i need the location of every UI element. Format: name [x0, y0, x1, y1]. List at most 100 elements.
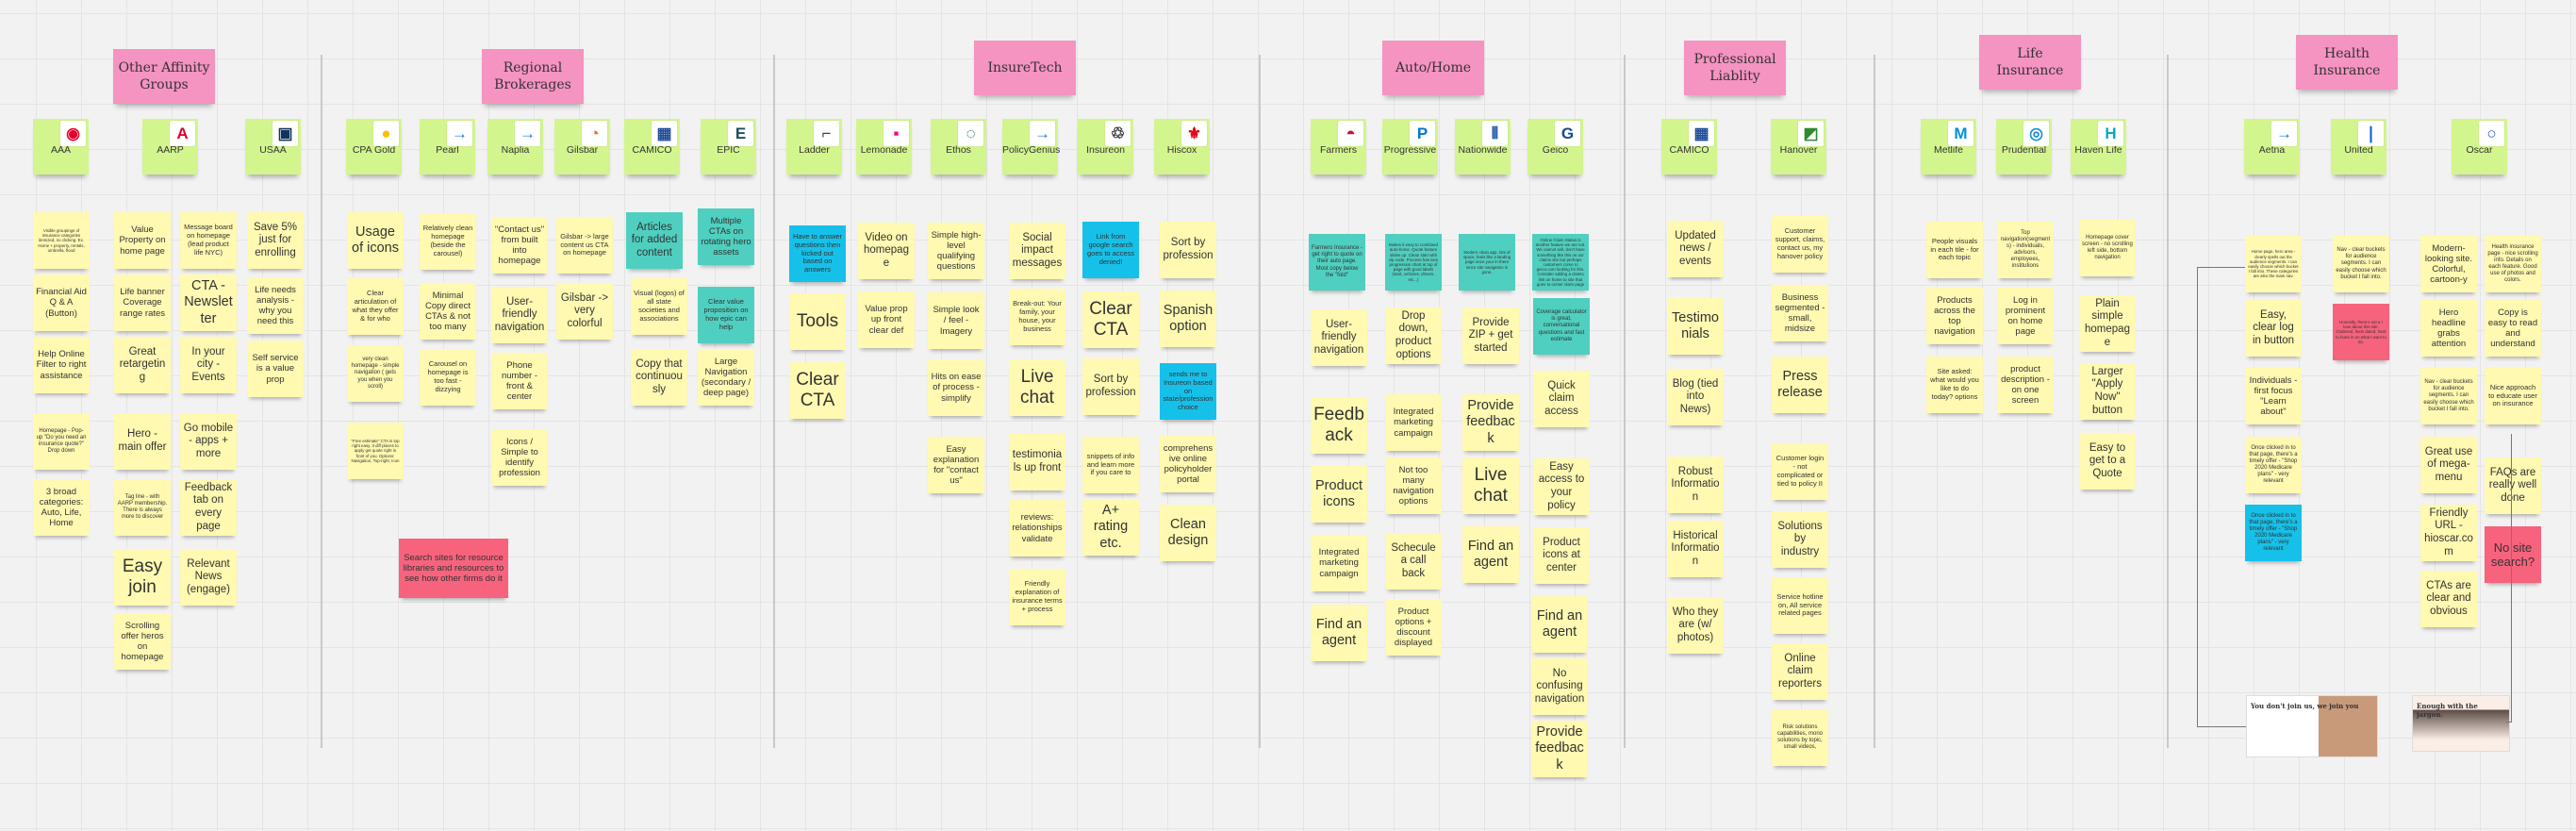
sticky-note[interactable]: Provide feedback — [1531, 721, 1588, 777]
section-header[interactable]: Regional Brokerages — [482, 49, 584, 104]
sticky-note[interactable]: Blog (tied into News) — [1667, 369, 1724, 425]
sticky-note[interactable]: Once clicked in to that page, there's a … — [2245, 437, 2302, 493]
sticky-note[interactable]: Product icons — [1311, 466, 1367, 523]
sticky-note[interactable]: Copy is easy to read and understand — [2485, 300, 2541, 357]
sticky-note[interactable]: CTA - Newsletter — [180, 274, 237, 331]
sticky-note[interactable]: CTAs are clear and obvious — [2420, 571, 2477, 627]
company-note[interactable]: United❘ — [2331, 119, 2386, 175]
website-screenshot[interactable]: You don't join us, we join you — [2246, 695, 2378, 757]
sticky-note[interactable]: Easy join — [114, 549, 171, 606]
sticky-note[interactable]: Carousel on homepage is too fast - dizzy… — [420, 349, 476, 406]
sticky-note[interactable]: Who they are (w/ photos) — [1667, 597, 1724, 654]
sticky-note[interactable]: Relatively clean homepage (beside the ca… — [420, 213, 476, 270]
company-note[interactable]: CPA Gold● — [346, 119, 402, 175]
sticky-note[interactable]: Clear articulation of what they offer & … — [347, 278, 404, 335]
sticky-note[interactable]: Financial Aid Q & A (Button) — [33, 274, 90, 331]
company-note[interactable]: PolicyGenius→ — [1002, 119, 1060, 175]
sticky-note[interactable]: Products across the top navigation — [1926, 288, 1983, 344]
callout-note[interactable]: Search sites for resource libraries and … — [399, 539, 508, 598]
company-note[interactable]: Aetna→ — [2244, 119, 2300, 175]
sticky-note[interactable]: Drop down, product options — [1385, 307, 1442, 364]
sticky-note[interactable]: No confusing navigation — [1531, 658, 1588, 715]
section-header[interactable]: Professional Liablity — [1684, 41, 1786, 95]
sticky-note[interactable]: In your city - Events — [180, 337, 237, 393]
sticky-note[interactable]: Visual (logos) of all state societies an… — [631, 278, 687, 335]
sticky-note[interactable]: testimonials up front — [1009, 434, 1065, 490]
sticky-note[interactable]: Nav - clear buckets for audience segment… — [2333, 236, 2389, 292]
sticky-note[interactable]: Easy to get to a Quote — [2079, 433, 2136, 490]
sticky-note[interactable]: Life banner Coverage range rates — [114, 274, 171, 331]
sticky-note[interactable]: Visible groupings of insurance categorie… — [33, 212, 90, 269]
sticky-note[interactable]: sends me to Insureon based on state/prof… — [1160, 363, 1216, 420]
sticky-note[interactable]: Schecule a call back — [1385, 533, 1442, 590]
sticky-note[interactable]: User-friendly navigation — [491, 287, 548, 343]
sticky-note[interactable]: Sort by profession — [1082, 358, 1139, 415]
sticky-note[interactable]: Save 5% just for enrolling — [247, 212, 304, 269]
sticky-note[interactable]: Product options + discount displayed — [1385, 599, 1442, 656]
website-screenshot[interactable]: Enough with the jargon. — [2412, 695, 2510, 752]
company-note[interactable]: USAA▣ — [245, 119, 301, 175]
sticky-note[interactable]: Robust Information — [1667, 457, 1724, 513]
sticky-note[interactable]: Life needs analysis - why you need this — [247, 277, 304, 334]
sticky-note[interactable]: Business segmented - small, midsize — [1772, 285, 1828, 341]
sticky-note[interactable]: Updated news / events — [1667, 221, 1724, 277]
sticky-note[interactable]: Clear value proposition on how epic can … — [698, 287, 754, 343]
company-note[interactable]: Nationwide⫴ — [1455, 119, 1511, 175]
company-note[interactable]: Lemonade▪ — [856, 119, 912, 175]
sticky-note[interactable]: Value prop up front clear def — [858, 291, 915, 348]
sticky-note[interactable]: snippets of info and learn more if you c… — [1082, 437, 1139, 493]
sticky-note[interactable]: Provide ZIP + get started — [1462, 307, 1519, 364]
sticky-note[interactable]: Easy access to your policy — [1533, 458, 1590, 515]
sticky-note[interactable]: Relevant News (engage) — [180, 549, 237, 606]
sticky-note[interactable]: Health insurance page - nice scrolling i… — [2485, 236, 2541, 292]
sticky-note[interactable]: Gilsbar -> very colorful — [556, 283, 613, 340]
company-note[interactable]: Oscar○ — [2452, 119, 2507, 175]
company-note[interactable]: AAA◉ — [33, 119, 89, 175]
sticky-note[interactable]: Makes it easy to combined auto-home. Quo… — [1385, 234, 1442, 291]
sticky-note[interactable]: very clean homepage - simple navigation … — [347, 345, 404, 402]
sticky-note[interactable]: Clean design — [1160, 505, 1216, 561]
sticky-note[interactable]: Testimonials — [1667, 298, 1724, 355]
sticky-note[interactable]: Feedback tab on every page — [180, 479, 237, 536]
sticky-note[interactable]: Historical Information — [1667, 521, 1724, 577]
sticky-note[interactable]: Online claim reporters — [1772, 643, 1828, 700]
company-note[interactable]: Insureon♲ — [1078, 119, 1133, 175]
sticky-note[interactable]: Usage of icons — [347, 212, 404, 269]
sticky-note[interactable]: Home page, hero area - clearly spells ou… — [2245, 236, 2302, 292]
sticky-note[interactable]: Not too many navigation options — [1385, 457, 1442, 514]
sticky-note[interactable]: Friendly explanation of insurance terms … — [1009, 569, 1065, 625]
sticky-note[interactable]: Minimal Copy direct CTAs & not too many — [420, 283, 476, 340]
sticky-note[interactable]: Easy explanation for "contact us" — [928, 437, 984, 493]
sticky-note[interactable]: Find an agent — [1311, 605, 1367, 661]
sticky-note[interactable]: Tag line - with AARP membership. There i… — [114, 479, 171, 536]
sticky-note[interactable]: comprehensive online policyholder portal — [1160, 436, 1216, 492]
sticky-note[interactable]: 3 broad categories: Auto, Life, Home — [33, 479, 90, 536]
sticky-note[interactable]: Large Navigation (secondary / deep page) — [698, 349, 754, 406]
sticky-note[interactable]: Tools — [789, 293, 846, 350]
sticky-note[interactable]: Modern-looking site. Colorful, cartoon-y — [2420, 236, 2477, 292]
sticky-note[interactable]: Message board on homepage (lead product … — [180, 212, 237, 269]
sticky-note[interactable]: Hero - main offer — [114, 413, 171, 470]
company-note[interactable]: Ladder⌐ — [786, 119, 842, 175]
sticky-note[interactable]: No site search? — [2485, 526, 2541, 583]
sticky-note[interactable]: Spanish option — [1160, 291, 1216, 347]
sticky-note[interactable]: Value Property on home page — [114, 212, 171, 269]
sticky-note[interactable]: People visuals in each tile - for each t… — [1926, 222, 1983, 278]
company-note[interactable]: Naplia→ — [487, 119, 543, 175]
sticky-note[interactable]: Live chat — [1462, 457, 1519, 514]
sticky-note[interactable]: Nice approach to educate user on insuran… — [2485, 368, 2541, 424]
sticky-note[interactable]: Farmers Insurance - get right to quote o… — [1309, 234, 1365, 291]
sticky-note[interactable]: Product icons at center — [1533, 527, 1590, 584]
sticky-note[interactable]: Phone number - front & center — [491, 353, 548, 409]
sticky-note[interactable]: Live chat — [1009, 359, 1065, 416]
sticky-note[interactable]: Scrolling offer heros on homepage — [114, 613, 171, 670]
section-header[interactable]: Auto/Home — [1382, 41, 1484, 95]
sticky-note[interactable]: Homepage - Pop-up "Do you need an insura… — [33, 413, 90, 470]
sticky-note[interactable]: Service hotline on, All service related … — [1772, 577, 1828, 634]
company-note[interactable]: Hanover◩ — [1771, 119, 1826, 175]
sticky-note[interactable]: Plain simple homepage — [2079, 295, 2136, 352]
sticky-note[interactable]: Hits on ease of process - simplify — [928, 359, 984, 416]
